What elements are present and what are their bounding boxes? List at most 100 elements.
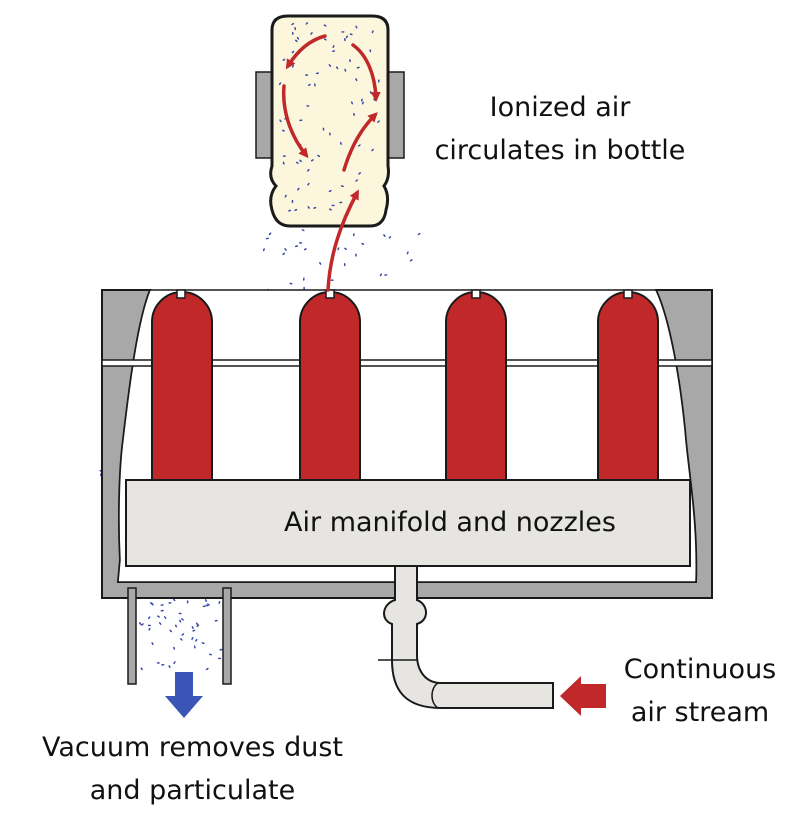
nozzle-4 xyxy=(597,289,659,481)
arrow-rise xyxy=(326,189,359,292)
particle xyxy=(299,119,303,122)
particle xyxy=(214,619,218,622)
particle xyxy=(208,653,213,656)
particle xyxy=(284,248,287,251)
particle xyxy=(284,194,287,198)
particle xyxy=(328,189,332,193)
vacuum-arrow xyxy=(165,672,203,718)
particle xyxy=(291,31,294,35)
particle xyxy=(195,638,198,642)
particle xyxy=(341,31,345,33)
particle xyxy=(383,234,386,237)
particle xyxy=(336,66,339,70)
arrow-right-down xyxy=(351,43,381,102)
vacuum-duct xyxy=(127,587,232,685)
particle xyxy=(193,645,196,649)
air-manifold xyxy=(125,479,691,567)
particle xyxy=(157,615,160,618)
particle xyxy=(349,59,351,63)
particle xyxy=(191,637,194,640)
particle xyxy=(355,25,358,29)
label-ionized-line-2: circulates in bottle xyxy=(434,135,686,166)
particle xyxy=(262,248,265,252)
particle xyxy=(305,22,309,25)
particle xyxy=(353,112,355,116)
particle xyxy=(217,657,222,660)
particle xyxy=(168,665,171,669)
particle xyxy=(305,74,309,76)
particle xyxy=(191,626,194,630)
particle xyxy=(148,616,151,620)
particle xyxy=(196,622,199,626)
particle xyxy=(355,78,358,82)
particle xyxy=(371,148,374,152)
particle xyxy=(178,612,182,615)
particle xyxy=(331,204,335,207)
nozzles xyxy=(151,289,659,481)
particle xyxy=(282,161,285,165)
particle xyxy=(361,242,365,245)
particle xyxy=(281,129,285,132)
particle xyxy=(310,32,313,35)
particle xyxy=(361,98,363,102)
particle xyxy=(384,274,388,276)
particle xyxy=(344,38,346,42)
particle xyxy=(205,667,209,671)
particle xyxy=(140,667,143,671)
particle xyxy=(315,72,319,75)
particle xyxy=(175,624,177,628)
particle xyxy=(173,646,175,650)
particle xyxy=(339,141,342,145)
particle xyxy=(329,132,331,136)
air-supply-pipe xyxy=(378,565,554,709)
particle xyxy=(322,127,325,131)
support-rod xyxy=(101,359,713,367)
particle xyxy=(180,638,183,641)
particle xyxy=(148,627,151,631)
particle xyxy=(205,604,209,607)
particle xyxy=(181,633,185,636)
particle xyxy=(352,233,355,237)
particle xyxy=(317,154,320,158)
particle xyxy=(149,602,153,605)
arrow-top-left xyxy=(285,34,327,70)
particle xyxy=(139,622,142,625)
particle xyxy=(164,616,167,619)
label-ionized-line-1: Ionized air xyxy=(489,92,631,123)
particle xyxy=(340,185,344,187)
particle xyxy=(409,259,413,262)
particle xyxy=(330,279,334,282)
particle xyxy=(282,58,286,61)
particle xyxy=(337,247,340,251)
particle xyxy=(192,629,196,632)
arrow-left-down xyxy=(281,84,309,159)
particle xyxy=(204,599,208,602)
particle xyxy=(328,208,332,211)
particle xyxy=(351,101,353,105)
particle xyxy=(299,159,302,163)
particle xyxy=(356,66,360,69)
particle xyxy=(369,49,372,53)
particle xyxy=(159,622,162,625)
particle xyxy=(388,236,392,239)
particle xyxy=(160,609,164,612)
particle xyxy=(417,232,421,236)
particle xyxy=(282,155,286,157)
particle xyxy=(295,161,299,164)
label-air-stream-line-1: Continuous xyxy=(623,654,777,685)
particle xyxy=(303,286,305,290)
particle xyxy=(218,600,221,605)
particle xyxy=(289,282,293,285)
particle xyxy=(308,83,311,87)
particle xyxy=(307,205,310,209)
particle xyxy=(268,232,272,236)
particle xyxy=(307,168,310,172)
particle xyxy=(151,642,154,646)
particle xyxy=(339,201,343,204)
particle xyxy=(344,247,347,250)
particle xyxy=(299,242,303,244)
particle xyxy=(345,35,348,39)
particle xyxy=(323,24,327,27)
label-vacuum-line-2: and particulate xyxy=(89,775,296,806)
